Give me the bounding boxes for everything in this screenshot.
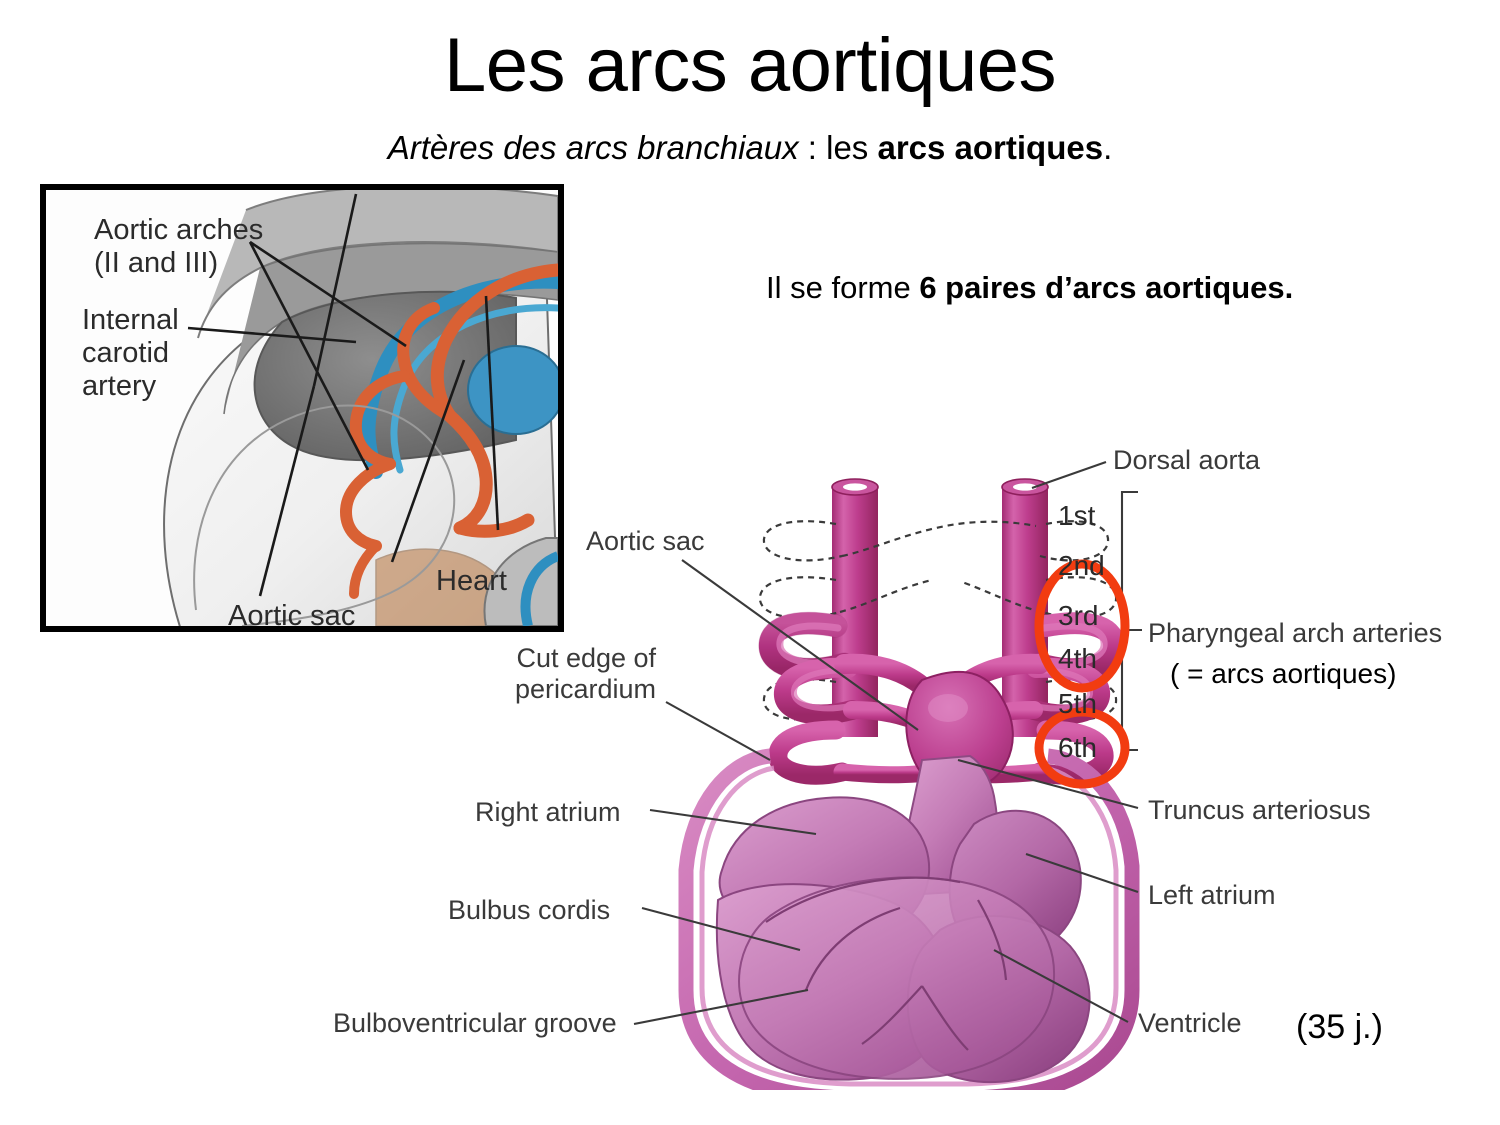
embryo-tail-structure: [483, 537, 558, 626]
label-truncus-arteriosus: Truncus arteriosus: [1148, 795, 1371, 825]
label-arch-5th: 5th: [1058, 688, 1097, 719]
subtitle-bold-part: arcs aortiques: [877, 129, 1104, 166]
label-bulboventricular-groove: Bulboventricular groove: [333, 1008, 617, 1038]
embryo-head-band: [197, 190, 558, 339]
statement-bold-part: 6 paires d’arcs aortiques.: [919, 270, 1294, 305]
tail-vessel-blue: [520, 551, 558, 626]
subtitle-italic-part: Artères des arcs branchiaux: [387, 129, 799, 166]
label-arch-4th: 4th: [1058, 643, 1097, 674]
label-pharyngeal-arch-arteries: Pharyngeal arch arteries: [1148, 618, 1443, 648]
heart-diagram-drawing: [633, 461, 1142, 1090]
label-bulbus-cordis: Bulbus cordis: [448, 895, 611, 925]
subtitle-end-part: .: [1103, 129, 1113, 166]
label-left-atrium: Left atrium: [1148, 880, 1276, 910]
pericardium-outer: [678, 748, 1140, 1090]
page-title: Les arcs aortiques: [444, 23, 1057, 108]
label-arcs-aortiques-gloss: ( = arcs aortiques): [1170, 658, 1397, 689]
heart-sulci: [765, 876, 1008, 1051]
inset-label-aortic-sac: Aortic sac: [228, 600, 356, 632]
label-cut-edge-of-pericardium: Cut edge of pericardium: [515, 643, 657, 704]
pericardium-inner: [699, 765, 1119, 1087]
inset-label-internal-carotid-artery: Internal carotid artery: [82, 304, 179, 402]
label-dorsal-aorta: Dorsal aorta: [1113, 445, 1261, 475]
otic-vesicle: [467, 345, 558, 435]
inset-label-heart: Heart: [436, 565, 507, 597]
label-arch-1st: 1st: [1058, 500, 1096, 531]
label-ventricle: Ventricle: [1138, 1008, 1242, 1038]
label-arch-2nd: 2nd: [1058, 550, 1105, 581]
label-arch-6th: 6th: [1058, 732, 1097, 763]
embryonic-heart-diagram: Dorsal aorta 1st 2nd 3rd 4th 5th 6th Pha…: [333, 430, 1500, 1090]
inset-label-aortic-arches: Aortic arches (II and III): [94, 214, 264, 279]
aortic-arch-count-statement: Il se forme 6 paires d’arcs aortiques.: [766, 268, 1293, 308]
embryo-inset-figure: Aortic arches (II and III) Internal caro…: [40, 184, 564, 632]
page-subtitle: Artères des arcs branchiaux : les arcs a…: [0, 128, 1500, 168]
inset-leader-lines: [187, 193, 500, 597]
statement-plain-part: Il se forme: [766, 270, 920, 305]
highlight-circle-3rd-4th: [1034, 559, 1130, 693]
label-arch-3rd: 3rd: [1058, 600, 1099, 631]
aortic-arches-orange: [339, 263, 558, 599]
subtitle-middle-part: : les: [798, 129, 878, 166]
label-aortic-sac: Aortic sac: [586, 526, 705, 556]
label-right-atrium: Right atrium: [475, 797, 621, 827]
embryonic-age-note: (35 j.): [1296, 1008, 1383, 1046]
highlight-circle-6th: [1034, 707, 1130, 789]
embryo-inset-drawing: [163, 190, 558, 626]
aortic-sac-highlight: [928, 694, 968, 722]
